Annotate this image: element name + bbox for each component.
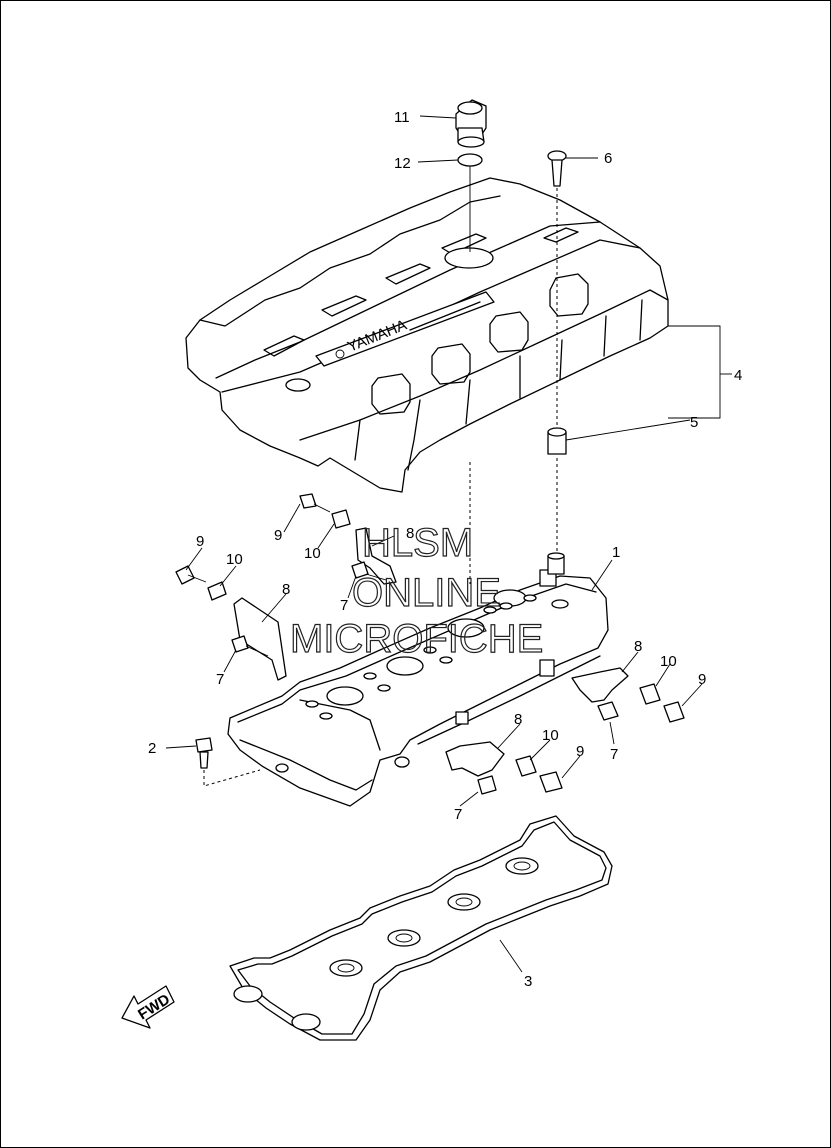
leader-lines: [165, 115, 732, 973]
callout-10-lower: 10: [542, 727, 559, 744]
callout-3: 3: [524, 973, 532, 990]
watermark: HLSM ONLINE MICROFICHE: [289, 520, 544, 661]
cover-collar: [547, 427, 567, 455]
callout-4: 4: [734, 367, 742, 384]
o-ring: [457, 153, 483, 167]
callout-10-left: 10: [226, 551, 243, 568]
callout-8-left: 8: [282, 581, 290, 598]
callout-7-left: 7: [216, 671, 224, 688]
callout-7-right: 7: [610, 746, 618, 763]
callout-10-right: 10: [660, 653, 677, 670]
oil-filler-cap: [455, 99, 487, 148]
callout-2: 2: [148, 740, 156, 757]
watermark-line-2: ONLINE: [352, 571, 501, 615]
callout-numbers: 1 2 3 4 5 6 7 7 7 7 8 8 8 8 9 9 9 9 10 1…: [148, 109, 742, 990]
callout-7-lower: 7: [454, 806, 462, 823]
fwd-arrow: FWD: [121, 985, 175, 1029]
cylinder-head-cover: [227, 552, 609, 807]
fastener-set-upper: [299, 493, 397, 585]
callout-9-upper: 9: [274, 527, 282, 544]
watermark-line-1: HLSM: [362, 521, 473, 565]
engine-top-cover: YAMAHA: [185, 177, 669, 493]
cover-screw: [547, 150, 567, 187]
callout-9-lower: 9: [576, 743, 584, 760]
callout-10-upper: 10: [304, 545, 321, 562]
callout-8-right: 8: [634, 638, 642, 655]
fastener-set-left: [175, 565, 287, 681]
watermark-line-3: MICROFICHE: [290, 617, 543, 661]
callout-11: 11: [394, 109, 410, 126]
callout-7-upper: 7: [340, 597, 348, 614]
callout-1: 1: [612, 544, 620, 561]
callout-6: 6: [604, 150, 612, 167]
fastener-set-lower: [445, 741, 563, 795]
callout-12: 12: [394, 155, 411, 172]
callout-5: 5: [690, 414, 698, 431]
callout-9-right: 9: [698, 671, 706, 688]
tuning-fork-logo: [335, 349, 345, 359]
head-cover-gasket: [229, 815, 613, 1041]
yamaha-plate: [315, 291, 495, 367]
callout-9-left: 9: [196, 533, 204, 550]
bolt-2: [195, 737, 213, 769]
fastener-set-right: [571, 667, 685, 723]
callout-8-lower: 8: [514, 711, 522, 728]
callout-8-upper: 8: [406, 525, 414, 542]
